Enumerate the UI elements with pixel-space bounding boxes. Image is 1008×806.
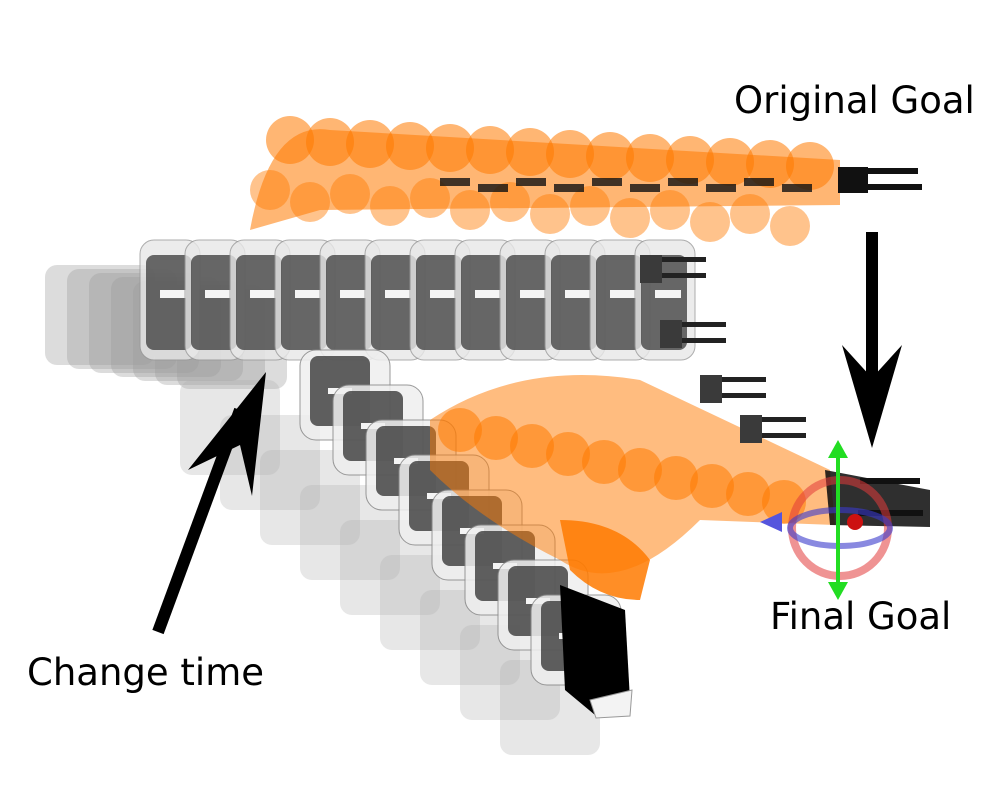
joint-slot bbox=[655, 290, 681, 298]
orange-link bbox=[610, 198, 650, 238]
gripper-body bbox=[640, 255, 662, 283]
gripper-finger bbox=[554, 184, 584, 192]
joint-slot bbox=[160, 290, 186, 298]
change-time-arrowhead bbox=[188, 372, 266, 496]
interactive-6dof-marker-icon[interactable] bbox=[760, 440, 893, 600]
joint-slot bbox=[610, 290, 636, 298]
robot-joint-module bbox=[146, 255, 192, 350]
gripper-finger bbox=[722, 393, 766, 398]
final-goal-label: Final Goal bbox=[770, 595, 952, 638]
original-goal-label: Original Goal bbox=[734, 79, 975, 122]
gripper-finger bbox=[682, 338, 726, 343]
gripper-finger bbox=[744, 178, 774, 186]
orange-link bbox=[510, 424, 554, 468]
joint-slot bbox=[565, 290, 591, 298]
gripper-finger bbox=[662, 273, 706, 278]
gripper-icon bbox=[838, 167, 922, 193]
gripper-finger bbox=[668, 178, 698, 186]
orange-link bbox=[690, 464, 734, 508]
joint-slot bbox=[520, 290, 546, 298]
joint-slot bbox=[205, 290, 231, 298]
gripper-finger bbox=[478, 184, 508, 192]
orange-link bbox=[474, 416, 518, 460]
joint-slot bbox=[385, 290, 411, 298]
gripper-body bbox=[740, 415, 762, 443]
change-time-label: Change time bbox=[27, 651, 265, 694]
robot-joint-module bbox=[596, 255, 642, 350]
joint-slot bbox=[295, 290, 321, 298]
gripper-finger bbox=[722, 377, 766, 382]
gripper-finger bbox=[782, 184, 812, 192]
gripper-finger bbox=[516, 178, 546, 186]
joint-slot bbox=[340, 290, 366, 298]
ghost-base bbox=[45, 265, 155, 365]
orange-elbow bbox=[560, 520, 650, 600]
ghost-base bbox=[260, 450, 360, 545]
orange-link bbox=[690, 202, 730, 242]
orange-link bbox=[438, 408, 482, 452]
orange-arm-lower-trajectory bbox=[430, 375, 835, 600]
orange-link bbox=[546, 432, 590, 476]
gripper-finger bbox=[440, 178, 470, 186]
gripper-finger bbox=[592, 178, 622, 186]
orange-arm-upper-trajectory bbox=[250, 116, 840, 246]
orange-link bbox=[618, 448, 662, 492]
robot-joint-module bbox=[461, 255, 507, 350]
orange-link bbox=[726, 472, 770, 516]
orange-link bbox=[770, 206, 810, 246]
gripper-finger bbox=[762, 417, 806, 422]
gripper-finger bbox=[630, 184, 660, 192]
gripper-finger bbox=[662, 257, 706, 262]
robot-joint-module bbox=[191, 255, 237, 350]
robot-joint-module bbox=[281, 255, 327, 350]
gripper-finger bbox=[762, 433, 806, 438]
robot-joint-module bbox=[551, 255, 597, 350]
joint-slot bbox=[475, 290, 501, 298]
joint-slot bbox=[250, 290, 276, 298]
gripper-finger bbox=[682, 322, 726, 327]
gripper-row-original bbox=[640, 255, 806, 443]
robot-joint-module bbox=[506, 255, 552, 350]
robot-joint-module bbox=[326, 255, 372, 350]
orange-link bbox=[582, 440, 626, 484]
gripper-body bbox=[660, 320, 682, 348]
orange-link bbox=[654, 456, 698, 500]
gripper-finger bbox=[706, 184, 736, 192]
wrist-base-block bbox=[560, 585, 633, 719]
goal-change-arrowhead bbox=[842, 345, 902, 448]
robot-shell-row bbox=[139, 239, 696, 361]
robot-joint-module bbox=[416, 255, 462, 350]
robot-joint-module bbox=[371, 255, 417, 350]
joint-slot bbox=[430, 290, 456, 298]
gripper-body bbox=[700, 375, 722, 403]
robot-joint-module bbox=[236, 255, 282, 350]
